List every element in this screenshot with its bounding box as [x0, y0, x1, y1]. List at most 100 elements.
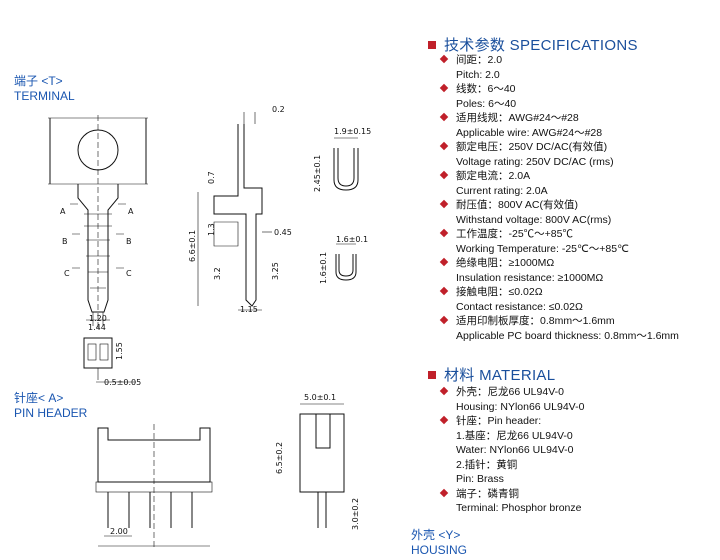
spec-item-cn: 绝缘电阻：≥1000MΩ	[439, 256, 679, 271]
specifications-title-text: 技术参数 SPECIFICATIONS	[444, 37, 638, 54]
spec-item-en: Applicable PC board thickness: 0.8mm～1.6…	[456, 329, 679, 342]
section-a-left: A	[60, 207, 66, 216]
material-item-line: Water: NYlon66 UL94V-0	[456, 444, 574, 456]
dim-1-3: 1.3	[207, 223, 216, 236]
dim-2-45: 2.45±0.1	[313, 155, 322, 192]
housing-label-cn: 外壳 <Y>	[411, 528, 461, 542]
spec-item-cn: 线数：6～40	[439, 82, 679, 97]
dim-0-45: 0.45	[274, 228, 292, 237]
dim-1-15: 1.15	[240, 305, 258, 314]
section-a-right: A	[128, 207, 134, 216]
spec-item-en: Withstand voltage: 800V AC(rms)	[456, 213, 612, 226]
pin-header-front-view: 2.00	[95, 424, 213, 548]
red-square-icon	[428, 371, 436, 379]
spec-item-en: Voltage rating: 250V DC/AC (rms)	[456, 155, 614, 168]
spec-item-cn: 工作温度：-25℃～+85℃	[439, 227, 679, 242]
dim-1-9: 1.9±0.15	[334, 127, 371, 136]
material-item-line: Pin: Brass	[456, 473, 504, 485]
spec-item-en: Pitch: 2.0	[456, 68, 500, 81]
housing-label-en: HOUSING	[411, 543, 468, 557]
diamond-bullet-icon	[439, 170, 449, 180]
diamond-bullet-icon	[439, 141, 449, 151]
section-b-left: B	[62, 237, 68, 246]
terminal-label-cn: 端子 <T>	[14, 74, 63, 88]
pin-header-side-view: 5.0±0.1 6.5±0.2 3.0±0.2	[275, 393, 360, 530]
specifications-title: 技术参数 SPECIFICATIONS	[428, 34, 638, 55]
diamond-bullet-icon	[439, 286, 449, 296]
spec-item-cn: 适用线规：AWG#24～#28	[439, 111, 679, 126]
pin-header-label-cn: 针座< A>	[14, 391, 64, 405]
material-item-cn-text: 端子：磷青铜	[456, 487, 519, 500]
material-item-cn-text: 针座：Pin header:	[456, 415, 542, 427]
terminal-label-en: TERMINAL	[14, 89, 75, 103]
spec-item-en: Insulation resistance: ≥1000MΩ	[456, 271, 604, 284]
spec-item-cn: 耐压值：800V AC(有效值)	[439, 198, 679, 213]
spec-item-cn: 额定电流：2.0A	[439, 169, 679, 184]
red-square-icon	[428, 41, 436, 49]
spec-item-cn-text: 工作温度：-25℃～+85℃	[456, 228, 573, 240]
spec-item-cn: 适用印制板厚度：0.8mm～1.6mm	[439, 314, 679, 329]
spec-item-en: Contact resistance: ≤0.02Ω	[456, 300, 583, 313]
diamond-bullet-icon	[439, 228, 449, 238]
dim-1-6-top: 1.6±0.1	[336, 235, 368, 244]
material-item-line: 1.基座：尼龙66 UL94V-0	[456, 429, 573, 442]
dim-0-2: 0.2	[272, 105, 285, 114]
dim-1-6-side: 1.6±0.1	[319, 252, 328, 284]
terminal-side-view: 0.2 6.6±0.1 0.7 1.3 3.2 3.25 0.45 1.15	[188, 105, 292, 314]
dim-6-5: 6.5±0.2	[275, 442, 284, 474]
diamond-bullet-icon	[439, 315, 449, 325]
spec-item-en: Working Temperature: -25℃～+85℃	[456, 242, 629, 255]
dim-6-6: 6.6±0.1	[188, 230, 197, 262]
diamond-bullet-icon	[439, 83, 449, 93]
spec-item-en: Poles: 6～40	[456, 97, 517, 110]
diamond-bullet-icon	[439, 54, 449, 64]
diamond-bullet-icon	[439, 415, 449, 425]
material-item-line: Terminal: Phosphor bronze	[456, 502, 582, 514]
spec-item-cn: 接触电阻：≤0.02Ω	[439, 285, 679, 300]
diamond-bullet-icon	[439, 257, 449, 267]
material-title: 材料 MATERIAL	[428, 364, 555, 385]
dim-1-20: 1.20	[89, 314, 107, 323]
crimp-section-large: 1.9±0.15 2.45±0.1	[313, 127, 371, 192]
section-c-left: C	[64, 269, 70, 278]
dim-3-0: 3.0±0.2	[351, 498, 360, 530]
material-item-line: Housing: NYlon66 UL94V-0	[456, 400, 585, 413]
material-title-text: 材料 MATERIAL	[444, 367, 556, 384]
spec-item-cn-text: 线数：6～40	[456, 83, 516, 95]
technical-drawings: A A B B C C 1.20 0.2 6.6±0.1 0.7 1.3 3.2…	[48, 105, 371, 548]
spec-item-cn-text: 额定电流：2.0A	[456, 170, 531, 182]
terminal-end-view: 1.44 1.55 0.5±0.05	[83, 323, 141, 387]
dim-0-5: 0.5±0.05	[104, 378, 141, 387]
spec-item-cn-text: 适用线规：AWG#24～#28	[456, 112, 579, 124]
dim-2-00: 2.00	[110, 527, 128, 536]
spec-item-cn-text: 接触电阻：≤0.02Ω	[456, 286, 543, 298]
pin-header-label-en: PIN HEADER	[14, 406, 88, 420]
material-item-cn: 针座：Pin header:	[439, 414, 584, 429]
material-item-cn: 外壳：尼龙66 UL94V-0	[439, 385, 584, 400]
spec-item-cn-text: 耐压值：800V AC(有效值)	[456, 199, 578, 211]
material-item-cn-text: 外壳：尼龙66 UL94V-0	[456, 386, 564, 398]
dim-1-55: 1.55	[115, 342, 124, 360]
material-item-line: 2.插针：黄铜	[456, 458, 518, 471]
spec-item-cn: 额定电压：250V DC/AC(有效值)	[439, 140, 679, 155]
spec-item-en: Current rating: 2.0A	[456, 184, 548, 197]
dim-0-7: 0.7	[207, 171, 216, 184]
terminal-front-view: A A B B C C 1.20	[48, 115, 148, 330]
dim-3-25: 3.25	[271, 262, 280, 280]
diamond-bullet-icon	[439, 488, 449, 497]
section-c-right: C	[126, 269, 132, 278]
spec-item-cn-text: 间距：2.0	[456, 54, 503, 66]
section-b-right: B	[126, 237, 132, 246]
diamond-bullet-icon	[439, 112, 449, 122]
diamond-bullet-icon	[439, 386, 449, 396]
dim-1-44: 1.44	[88, 323, 106, 332]
spec-item-cn-text: 绝缘电阻：≥1000MΩ	[456, 257, 555, 269]
material-item-cn: 端子：磷青铜	[439, 487, 584, 502]
spec-item-cn-text: 额定电压：250V DC/AC(有效值)	[456, 141, 608, 153]
spec-item-cn: 间距：2.0	[439, 53, 679, 68]
spec-item-en: Applicable wire: AWG#24～#28	[456, 126, 603, 139]
spec-item-cn-text: 适用印制板厚度：0.8mm～1.6mm	[456, 315, 615, 327]
diamond-bullet-icon	[439, 199, 449, 209]
